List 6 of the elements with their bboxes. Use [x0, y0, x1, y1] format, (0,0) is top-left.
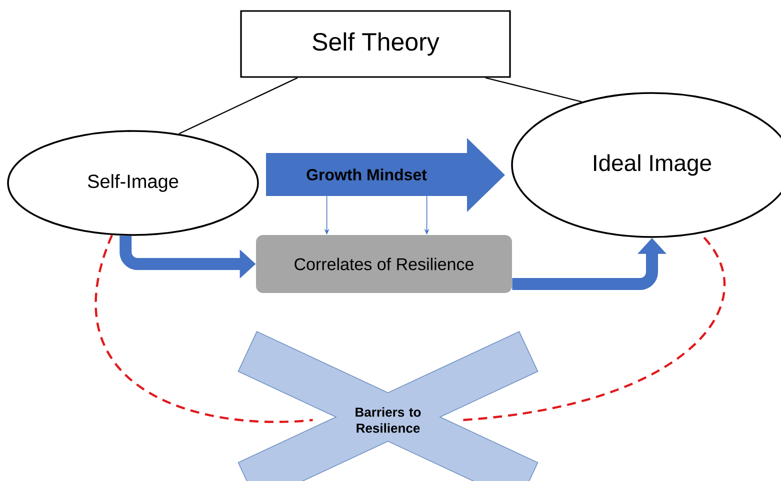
- rounded-box: Correlates of Resilience: [256, 235, 512, 293]
- pointed-banner: Growth Mindset: [266, 138, 505, 212]
- title-box: Self Theory: [240, 10, 511, 78]
- line: [178, 77, 298, 134]
- dashed-line: [94, 234, 313, 423]
- line: [485, 77, 582, 102]
